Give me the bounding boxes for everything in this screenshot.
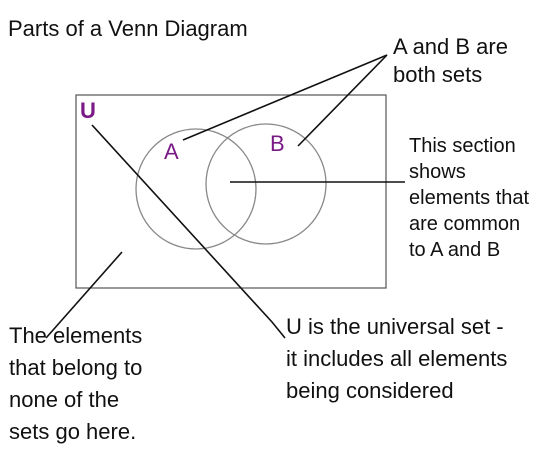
callout-line: being considered: [286, 378, 454, 403]
set-b-circle: [205, 123, 327, 245]
page-title: Parts of a Venn Diagram: [8, 16, 248, 41]
set-b-label: B: [270, 131, 285, 156]
universal-set-label: U: [80, 98, 96, 123]
callout-line: elements that: [409, 187, 530, 209]
leader-line-b: [297, 54, 388, 147]
leader-line-universal: [91, 124, 286, 339]
callout-universal: U is the universal set - it includes all…: [286, 311, 507, 407]
callout-outside: The elements that belong to none of the …: [9, 320, 142, 448]
callout-line: U is the universal set -: [286, 314, 504, 339]
callout-line: sets go here.: [9, 419, 137, 444]
leader-line-outside: [45, 251, 123, 339]
callout-line: The elements: [9, 323, 143, 348]
callout-line: that belong to: [9, 355, 143, 380]
callout-line: both sets: [393, 62, 483, 87]
callout-line: This section: [409, 135, 516, 157]
callout-intersection: This section shows elements that are com…: [409, 133, 529, 263]
callout-line: A and B are: [393, 34, 508, 59]
callout-line: are common: [409, 213, 521, 235]
callout-line: to A and B: [409, 239, 501, 261]
universal-set-rectangle: [75, 94, 387, 289]
leader-line-a: [182, 54, 388, 141]
callout-line: it includes all elements: [286, 346, 508, 371]
callout-line: shows: [409, 161, 466, 183]
callout-line: none of the: [9, 387, 120, 412]
set-a-circle: [135, 128, 257, 250]
callout-ab-sets: A and B are both sets: [393, 33, 508, 89]
set-a-label: A: [164, 139, 179, 164]
